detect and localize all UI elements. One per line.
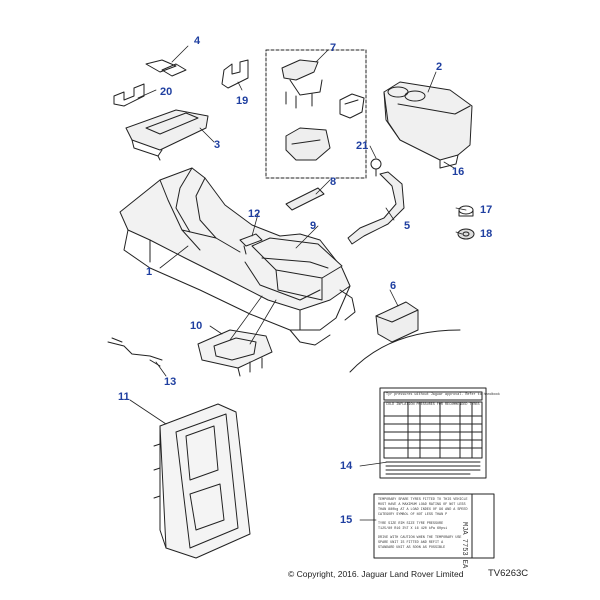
- part-4-clip: [145, 59, 187, 77]
- detail-arc: [349, 329, 461, 373]
- spare-label-line-4: CATEGORY SYMBOL OF NOT LESS THAN P: [378, 513, 448, 517]
- part-8-strip: [285, 187, 325, 211]
- part-20-bracket: [113, 83, 145, 107]
- callout-12: 12: [248, 208, 261, 220]
- copyright-notice: © Copyright, 2016. Jaguar Land Rover Lim…: [288, 569, 464, 579]
- callout-11: 11: [118, 391, 130, 403]
- tyre-label-header: Tyr pressures without Jaguar approval. R…: [386, 393, 500, 397]
- part-14-tyre-label: [379, 387, 487, 479]
- callout-8: 8: [330, 176, 337, 188]
- spare-label-line-9: STANDARD UNIT AS SOON AS POSSIBLE: [378, 546, 446, 550]
- callout-6: 6: [390, 280, 397, 292]
- part-10-tray: [197, 329, 273, 377]
- part-13-harness: [107, 337, 163, 367]
- part-17-bolt: [458, 205, 474, 217]
- part-6-endcap: [375, 301, 419, 343]
- callout-18: 18: [480, 228, 493, 240]
- callout-14: 14: [340, 460, 353, 472]
- callout-17: 17: [480, 204, 493, 216]
- part-18-washer: [457, 228, 475, 240]
- callout-21: 21: [356, 140, 369, 152]
- callout-15: 15: [340, 514, 353, 526]
- part-15-spare-label: [373, 493, 495, 559]
- callout-20: 20: [160, 86, 173, 98]
- callout-3: 3: [214, 139, 221, 151]
- figure-code: TV6263C: [488, 568, 529, 579]
- callout-5: 5: [404, 220, 411, 232]
- callout-16: 16: [452, 166, 465, 178]
- part-1-console: [119, 167, 356, 346]
- part-7-kit: [265, 49, 367, 179]
- spare-label-part-number: MJA 7753 EA: [460, 522, 468, 569]
- callout-4: 4: [194, 35, 201, 47]
- spare-label-line-1: TEMPORARY SPARE TYRES FITTED TO THIS VEH…: [378, 498, 468, 502]
- spare-label-line-6: T125/80 R16 3½T X 16 420 kPa 60psi: [378, 527, 448, 531]
- callout-7: 7: [330, 42, 337, 54]
- part-12-switch: [239, 233, 263, 255]
- callout-2: 2: [436, 61, 443, 73]
- part-11-frame: [153, 403, 251, 559]
- part-2-armrest: [383, 81, 473, 169]
- leader-lines: [129, 45, 467, 521]
- tyre-label-table-title: COLD INFLATION PRESSURES FOR RECOMMENDED…: [386, 403, 480, 407]
- callout-1: 1: [146, 266, 153, 278]
- callout-9: 9: [310, 220, 317, 232]
- spare-label-line-8: SPARE UNIT IS FITTED AND REFIT A: [378, 541, 444, 545]
- spare-label-line-5: TYRE SIZE RIM SIZE TYRE PRESSURE: [378, 522, 444, 526]
- callout-13: 13: [164, 376, 177, 388]
- callout-19: 19: [236, 95, 249, 107]
- part-5-handle: [347, 171, 405, 245]
- spare-label-line-3: THAN 880kg AT A LOAD INDEX OF 96 AND A S…: [378, 508, 468, 512]
- spare-label-line-2: MUST HAVE A MAXIMUM LOAD RATING OF NOT L…: [378, 503, 466, 507]
- spare-label-line-7: DRIVE WITH CAUTION WHEN THE TEMPORARY US…: [378, 536, 462, 540]
- part-9-bin: [251, 237, 343, 301]
- part-3-bezel: [125, 109, 209, 161]
- callout-10: 10: [190, 320, 203, 332]
- part-21-screw: [370, 158, 382, 177]
- part-19-bracket: [221, 59, 249, 89]
